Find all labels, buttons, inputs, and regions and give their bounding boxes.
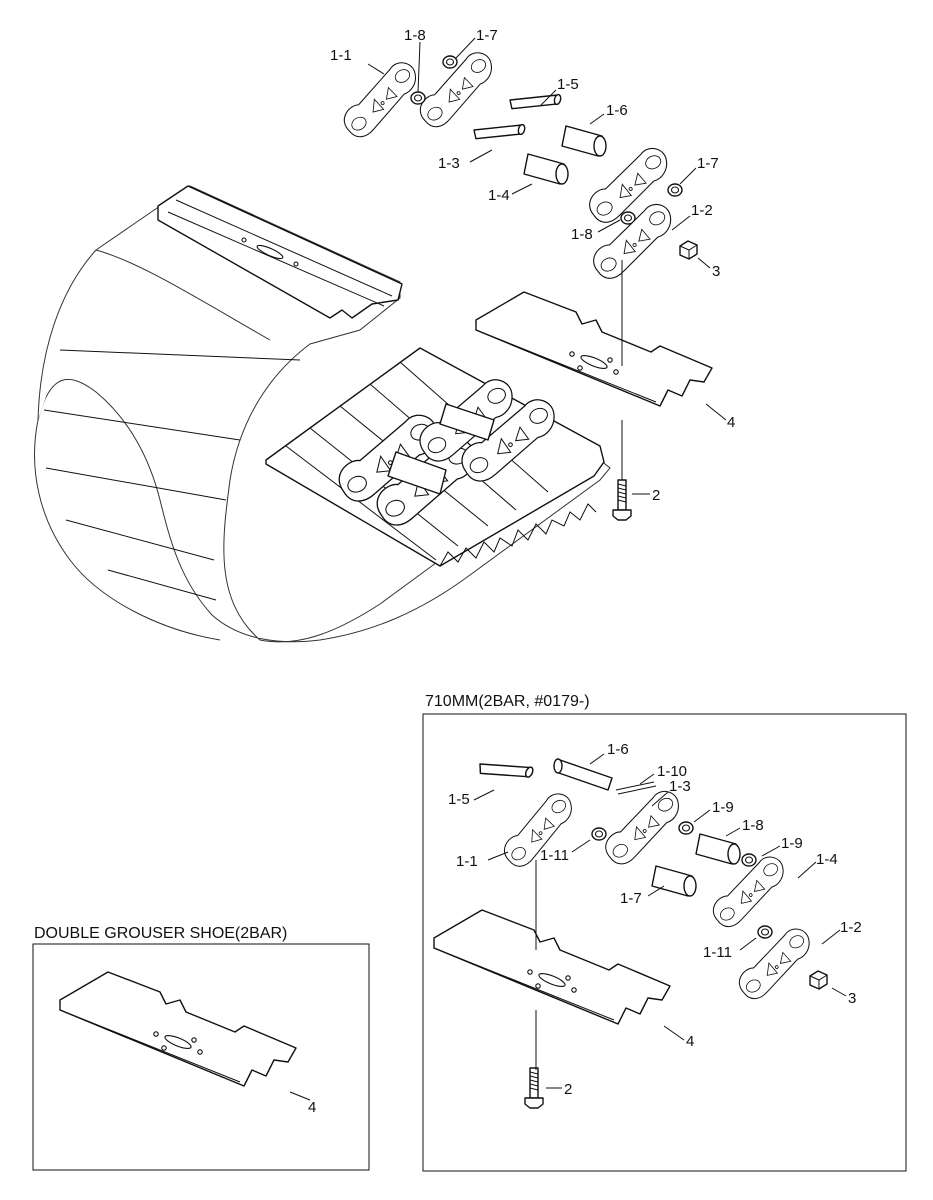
box710-callout-1-10: 1-10: [657, 763, 687, 780]
box710-callout-1-6: 1-6: [607, 741, 629, 758]
box-710mm: 710MM(2BAR, #0179-): [422, 693, 907, 1172]
box710-callout-1-5: 1-5: [448, 791, 470, 808]
box710-callout-4: 4: [686, 1033, 694, 1050]
callout-3: 3: [712, 263, 720, 280]
box710-callout-2: 2: [564, 1081, 572, 1098]
callout-1-8b: 1-8: [571, 226, 593, 243]
callout-1-2: 1-2: [691, 202, 713, 219]
callout-1-6: 1-6: [606, 102, 628, 119]
exploded-parts-top: [330, 37, 727, 521]
box710-callout-1-4: 1-4: [816, 851, 838, 868]
box710-callout-1-11: 1-11: [540, 847, 569, 864]
box710-callout-1-3: 1-3: [669, 778, 691, 795]
box-double-grouser: DOUBLE GROUSER SHOE(2BAR) 4: [32, 925, 370, 1171]
callout-1-4: 1-4: [488, 187, 510, 204]
callout-1-3: 1-3: [438, 155, 460, 172]
box710-callout-1-1: 1-1: [456, 853, 478, 870]
callout-1-8: 1-8: [404, 27, 426, 44]
box710-callout-1-2: 1-2: [840, 919, 862, 936]
box-double-callout-4: 4: [308, 1099, 316, 1116]
callout-1-5: 1-5: [557, 76, 579, 93]
track-assembly: [34, 185, 611, 643]
callout-2: 2: [652, 487, 660, 504]
box-710mm-title: 710MM(2BAR, #0179-): [425, 693, 590, 710]
box710-callout-1-11b: 1-11: [703, 944, 732, 961]
box710-callout-3: 3: [848, 990, 856, 1007]
box710-callout-1-8: 1-8: [742, 817, 764, 834]
callout-4: 4: [727, 414, 735, 431]
box-double-title: DOUBLE GROUSER SHOE(2BAR): [34, 925, 287, 942]
main-callouts: 1-1 1-8 1-7 1-5 1-6 1-3 1-4 1-7 1-8 1-2 …: [330, 27, 735, 504]
box710-callout-1-9b: 1-9: [781, 835, 803, 852]
box710-callout-1-7: 1-7: [620, 890, 642, 907]
callout-1-1: 1-1: [330, 47, 352, 64]
box710-callout-1-9: 1-9: [712, 799, 734, 816]
callout-1-7b: 1-7: [697, 155, 719, 172]
callout-1-7: 1-7: [476, 27, 498, 44]
